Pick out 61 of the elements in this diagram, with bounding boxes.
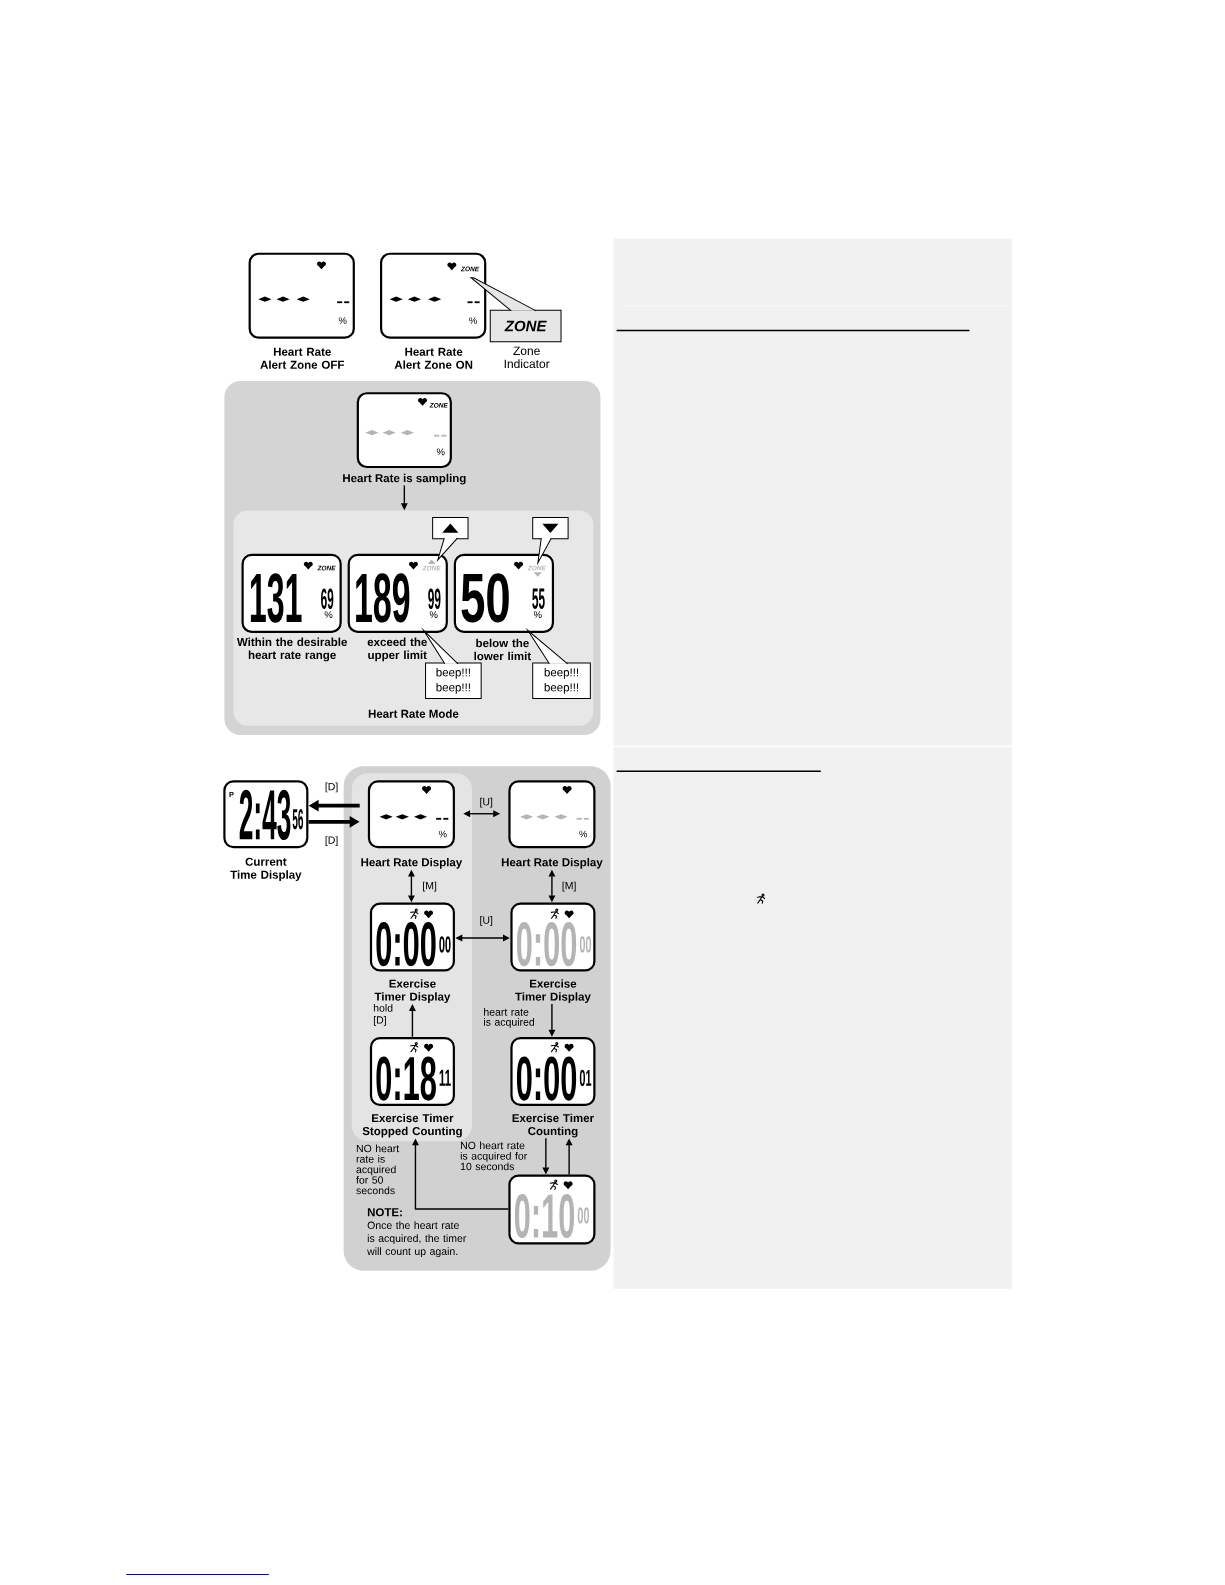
edge-label: [D] (325, 836, 338, 846)
small-digits: 00 (577, 1207, 589, 1224)
callout-box: beep!!! beep!!! (532, 662, 591, 699)
percent-sign: % (436, 448, 445, 456)
edge-label: NO heart rate is acquired for 50 seconds (356, 1144, 400, 1195)
large-digits: 189 (356, 573, 410, 623)
edge-label: [M] (562, 881, 576, 892)
large-digits: 50 (461, 573, 509, 623)
callout-box: ZONE (489, 309, 562, 343)
edge-label: [D] (325, 782, 338, 793)
display-label: Exercise Timer Display (374, 979, 451, 1003)
small-digits: 56 (292, 808, 303, 830)
edge-label: NO heart rate is acquired for 10 seconds (460, 1141, 527, 1171)
display-label: Exercise Timer Display (515, 979, 591, 1003)
edge-label: [U] (480, 916, 493, 926)
display-label: below the lower limit (474, 638, 531, 661)
callout-pointer (423, 629, 459, 665)
callout-pointer (437, 537, 458, 561)
percent-sign: % (438, 830, 447, 838)
percent-sign: % (533, 611, 542, 618)
small-digits: 55 (532, 588, 545, 609)
display-label: Heart Rate Display (361, 857, 463, 869)
small-digits: 00 (439, 936, 451, 953)
note-heading: NOTE: (367, 1208, 402, 1217)
edge-label: [M] (423, 881, 437, 892)
large-digits: 131 (250, 573, 302, 623)
percent-sign: % (338, 317, 347, 324)
callout-box: beep!!! beep!!! (425, 662, 482, 699)
edge-label: hold [D] (373, 1004, 393, 1026)
edge-label: [U] (480, 797, 493, 808)
edge-label: heart rate is acquired (484, 1008, 534, 1028)
callout-pointer (537, 537, 552, 564)
display-label: Within the desirable heart rate range (236, 637, 347, 662)
display-label: Heart Rate is sampling (343, 473, 466, 485)
large-digits: 0:10 (514, 1194, 575, 1239)
note-text: Once the heart rate is acquired, the timer will count up again. (367, 1221, 467, 1258)
small-digits: 11 (439, 1069, 451, 1086)
display-label: Exercise Timer Counting (512, 1113, 594, 1138)
arrow (408, 1004, 416, 1038)
small-digits: 69 (321, 588, 334, 609)
display-label: Exercise Timer Stopped Counting (362, 1113, 462, 1138)
callout-pointer (527, 629, 569, 665)
callout-label: Zone Indicator (504, 346, 550, 368)
large-digits: 0:00 (516, 922, 577, 967)
percent-sign: % (429, 611, 438, 618)
display-label: Current Time Display (230, 857, 302, 882)
display-label: Heart Rate Alert Zone OFF (260, 347, 344, 369)
large-digits: 2:43 (239, 789, 291, 841)
small-digits: 99 (428, 588, 441, 609)
small-digits: 00 (579, 936, 592, 953)
display-label: Heart Rate Alert Zone ON (394, 347, 473, 369)
display-label: exceed the upper limit (367, 637, 427, 662)
percent-sign: % (469, 317, 477, 324)
large-digits: 0:00 (376, 922, 436, 967)
large-digits: 0:00 (516, 1056, 577, 1101)
percent-sign: % (324, 611, 333, 618)
display-label: Heart Rate Display (501, 857, 603, 869)
callout-pointer (470, 277, 537, 312)
large-digits: 0:18 (376, 1056, 436, 1101)
small-digits: 01 (579, 1069, 592, 1087)
percent-sign: % (579, 830, 588, 838)
